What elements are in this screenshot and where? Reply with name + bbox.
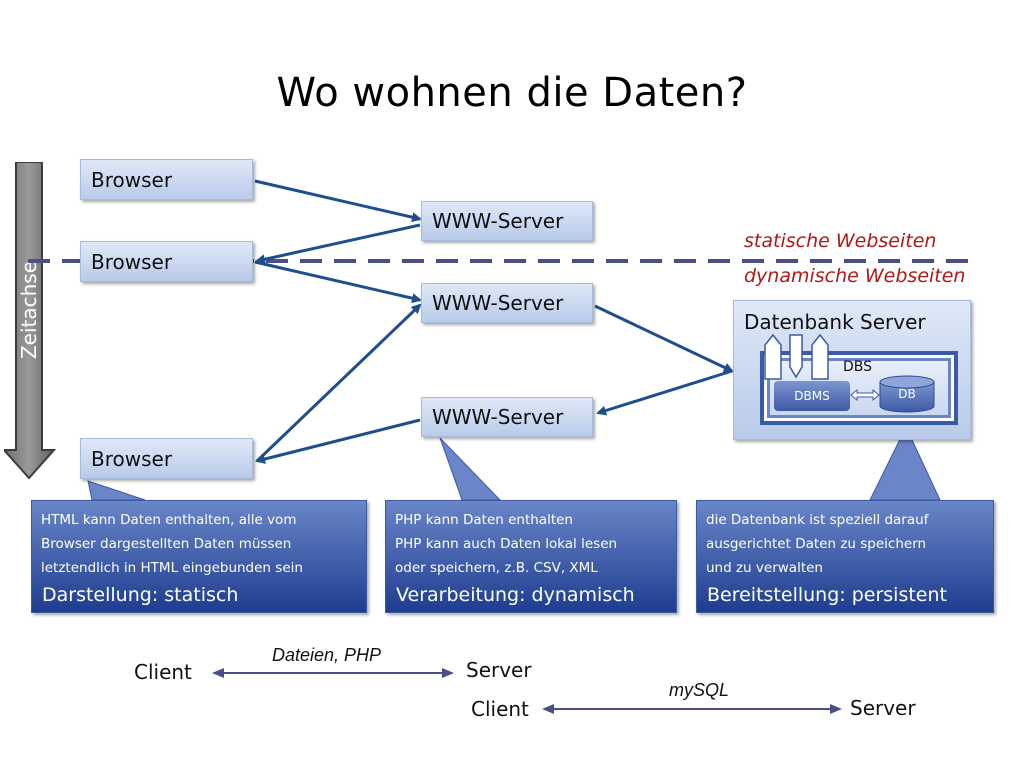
browser-box: Browser xyxy=(80,241,253,282)
database-server-label: Datenbank Server xyxy=(744,310,926,334)
note-processing: PHP kann Daten enthalten PHP kann auch D… xyxy=(385,500,677,613)
www-server-label: WWW-Server xyxy=(432,209,564,233)
link-label: Dateien, PHP xyxy=(272,645,382,665)
browser-label: Browser xyxy=(91,249,173,274)
dynamic-pages-label: dynamische Webseiten xyxy=(744,265,966,287)
browser-label: Browser xyxy=(91,446,173,471)
arrow-server1-to-browser2 xyxy=(255,223,421,265)
page-title: Wo wohnen die Daten? xyxy=(276,70,748,116)
static-pages-label: statische Webseiten xyxy=(744,230,937,252)
note-text: die Datenbank ist speziell darauf ausger… xyxy=(706,512,929,576)
dbs-io-arrows-icon xyxy=(764,333,829,380)
www-server-box: WWW-Server xyxy=(421,283,593,323)
note-presentation: HTML kann Daten enthalten, alle vom Brow… xyxy=(31,500,367,613)
callout-tail-server xyxy=(439,437,502,501)
note-heading: Darstellung: statisch xyxy=(42,584,239,606)
timeline-arrow xyxy=(4,162,56,480)
client-label: Client xyxy=(471,697,529,721)
note-heading: Verarbeitung: dynamisch xyxy=(396,584,635,606)
callout-tail-browser xyxy=(87,480,146,501)
dbms-box: DBMS xyxy=(774,381,850,411)
arrow-server3-to-browser3 xyxy=(255,418,421,464)
note-heading: Bereitstellung: persistent xyxy=(707,584,947,606)
note-text: HTML kann Daten enthalten, alle vom Brow… xyxy=(41,512,303,576)
server-label: Server xyxy=(850,696,916,720)
browser-box: Browser xyxy=(80,159,253,200)
www-server-box: WWW-Server xyxy=(421,397,593,437)
www-server-box: WWW-Server xyxy=(421,201,593,241)
arrow-browser3-to-server2 xyxy=(255,303,422,463)
link-label: mySQL xyxy=(669,680,730,700)
arrow-db-to-server3 xyxy=(596,369,733,416)
database-icon xyxy=(879,375,935,413)
arrow-browser2-to-server2 xyxy=(254,260,422,304)
client-label: Client xyxy=(134,660,192,684)
database-cylinder: DB xyxy=(879,375,935,413)
note-text: PHP kann Daten enthalten PHP kann auch D… xyxy=(395,512,618,576)
database-server-box: Datenbank Server DBS DBMS DB xyxy=(733,300,971,440)
browser-label: Browser xyxy=(91,167,173,192)
arrow-server2-to-db xyxy=(594,304,734,373)
server-label: Server xyxy=(466,658,532,682)
dbs-label: DBS xyxy=(843,359,873,375)
dbms-db-link-icon xyxy=(850,389,880,401)
arrow-browser1-to-server1 xyxy=(254,179,422,223)
browser-box: Browser xyxy=(80,438,253,479)
www-server-label: WWW-Server xyxy=(432,405,564,429)
note-persistence: die Datenbank ist speziell darauf ausger… xyxy=(696,500,994,613)
dbms-label: DBMS xyxy=(794,389,830,403)
www-server-label: WWW-Server xyxy=(432,291,564,315)
db-label: DB xyxy=(898,387,916,401)
